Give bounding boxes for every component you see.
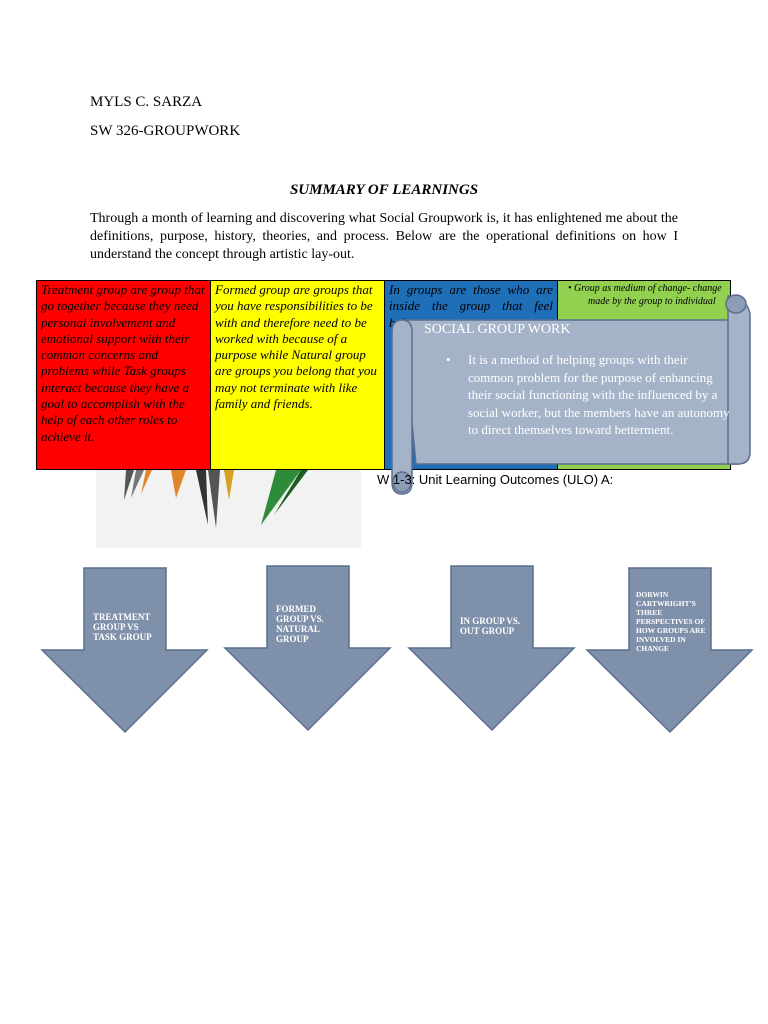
author-name: MYLS C. SARZA xyxy=(90,94,203,110)
page-title: SUMMARY OF LEARNINGS xyxy=(289,182,479,198)
scroll-banner xyxy=(391,294,751,495)
arrow-shape-2 xyxy=(223,565,392,732)
decorative-image xyxy=(96,470,361,548)
treatment-vs-task-box: Treatment group are group that go togeth… xyxy=(36,280,211,470)
arrow-label-4: DORWIN CARTWRIGHT'S THREE PERSPECTIVES O… xyxy=(636,590,706,653)
scroll-title: SOCIAL GROUP WORK xyxy=(424,322,571,337)
scroll-body-text: It is a method of helping groups with th… xyxy=(468,352,730,437)
scroll-body: • It is a method of helping groups with … xyxy=(446,351,736,439)
formed-vs-natural-box: Formed group are groups that you have re… xyxy=(210,280,385,470)
intro-paragraph: Through a month of learning and discover… xyxy=(90,211,678,262)
arrow-shape-1 xyxy=(40,567,209,734)
course-code: SW 326-GROUPWORK xyxy=(90,123,241,139)
bullet-icon: • xyxy=(446,352,451,367)
arrow-label-1: TREATMENT GROUP VS TASK GROUP xyxy=(93,612,152,642)
arrow-shape-3 xyxy=(407,565,576,732)
arrow-shape-4 xyxy=(585,567,754,734)
arrow-label-2: FORMED GROUP VS. NATURAL GROUP xyxy=(276,604,324,644)
pencils-icon xyxy=(124,470,308,528)
arrow-label-3: IN GROUP VS. OUT GROUP xyxy=(460,616,521,636)
group-as-medium-text: Group as medium of change- change made b… xyxy=(574,283,722,307)
ulo-heading: W 1-3: Unit Learning Outcomes (ULO) A: xyxy=(377,472,614,487)
